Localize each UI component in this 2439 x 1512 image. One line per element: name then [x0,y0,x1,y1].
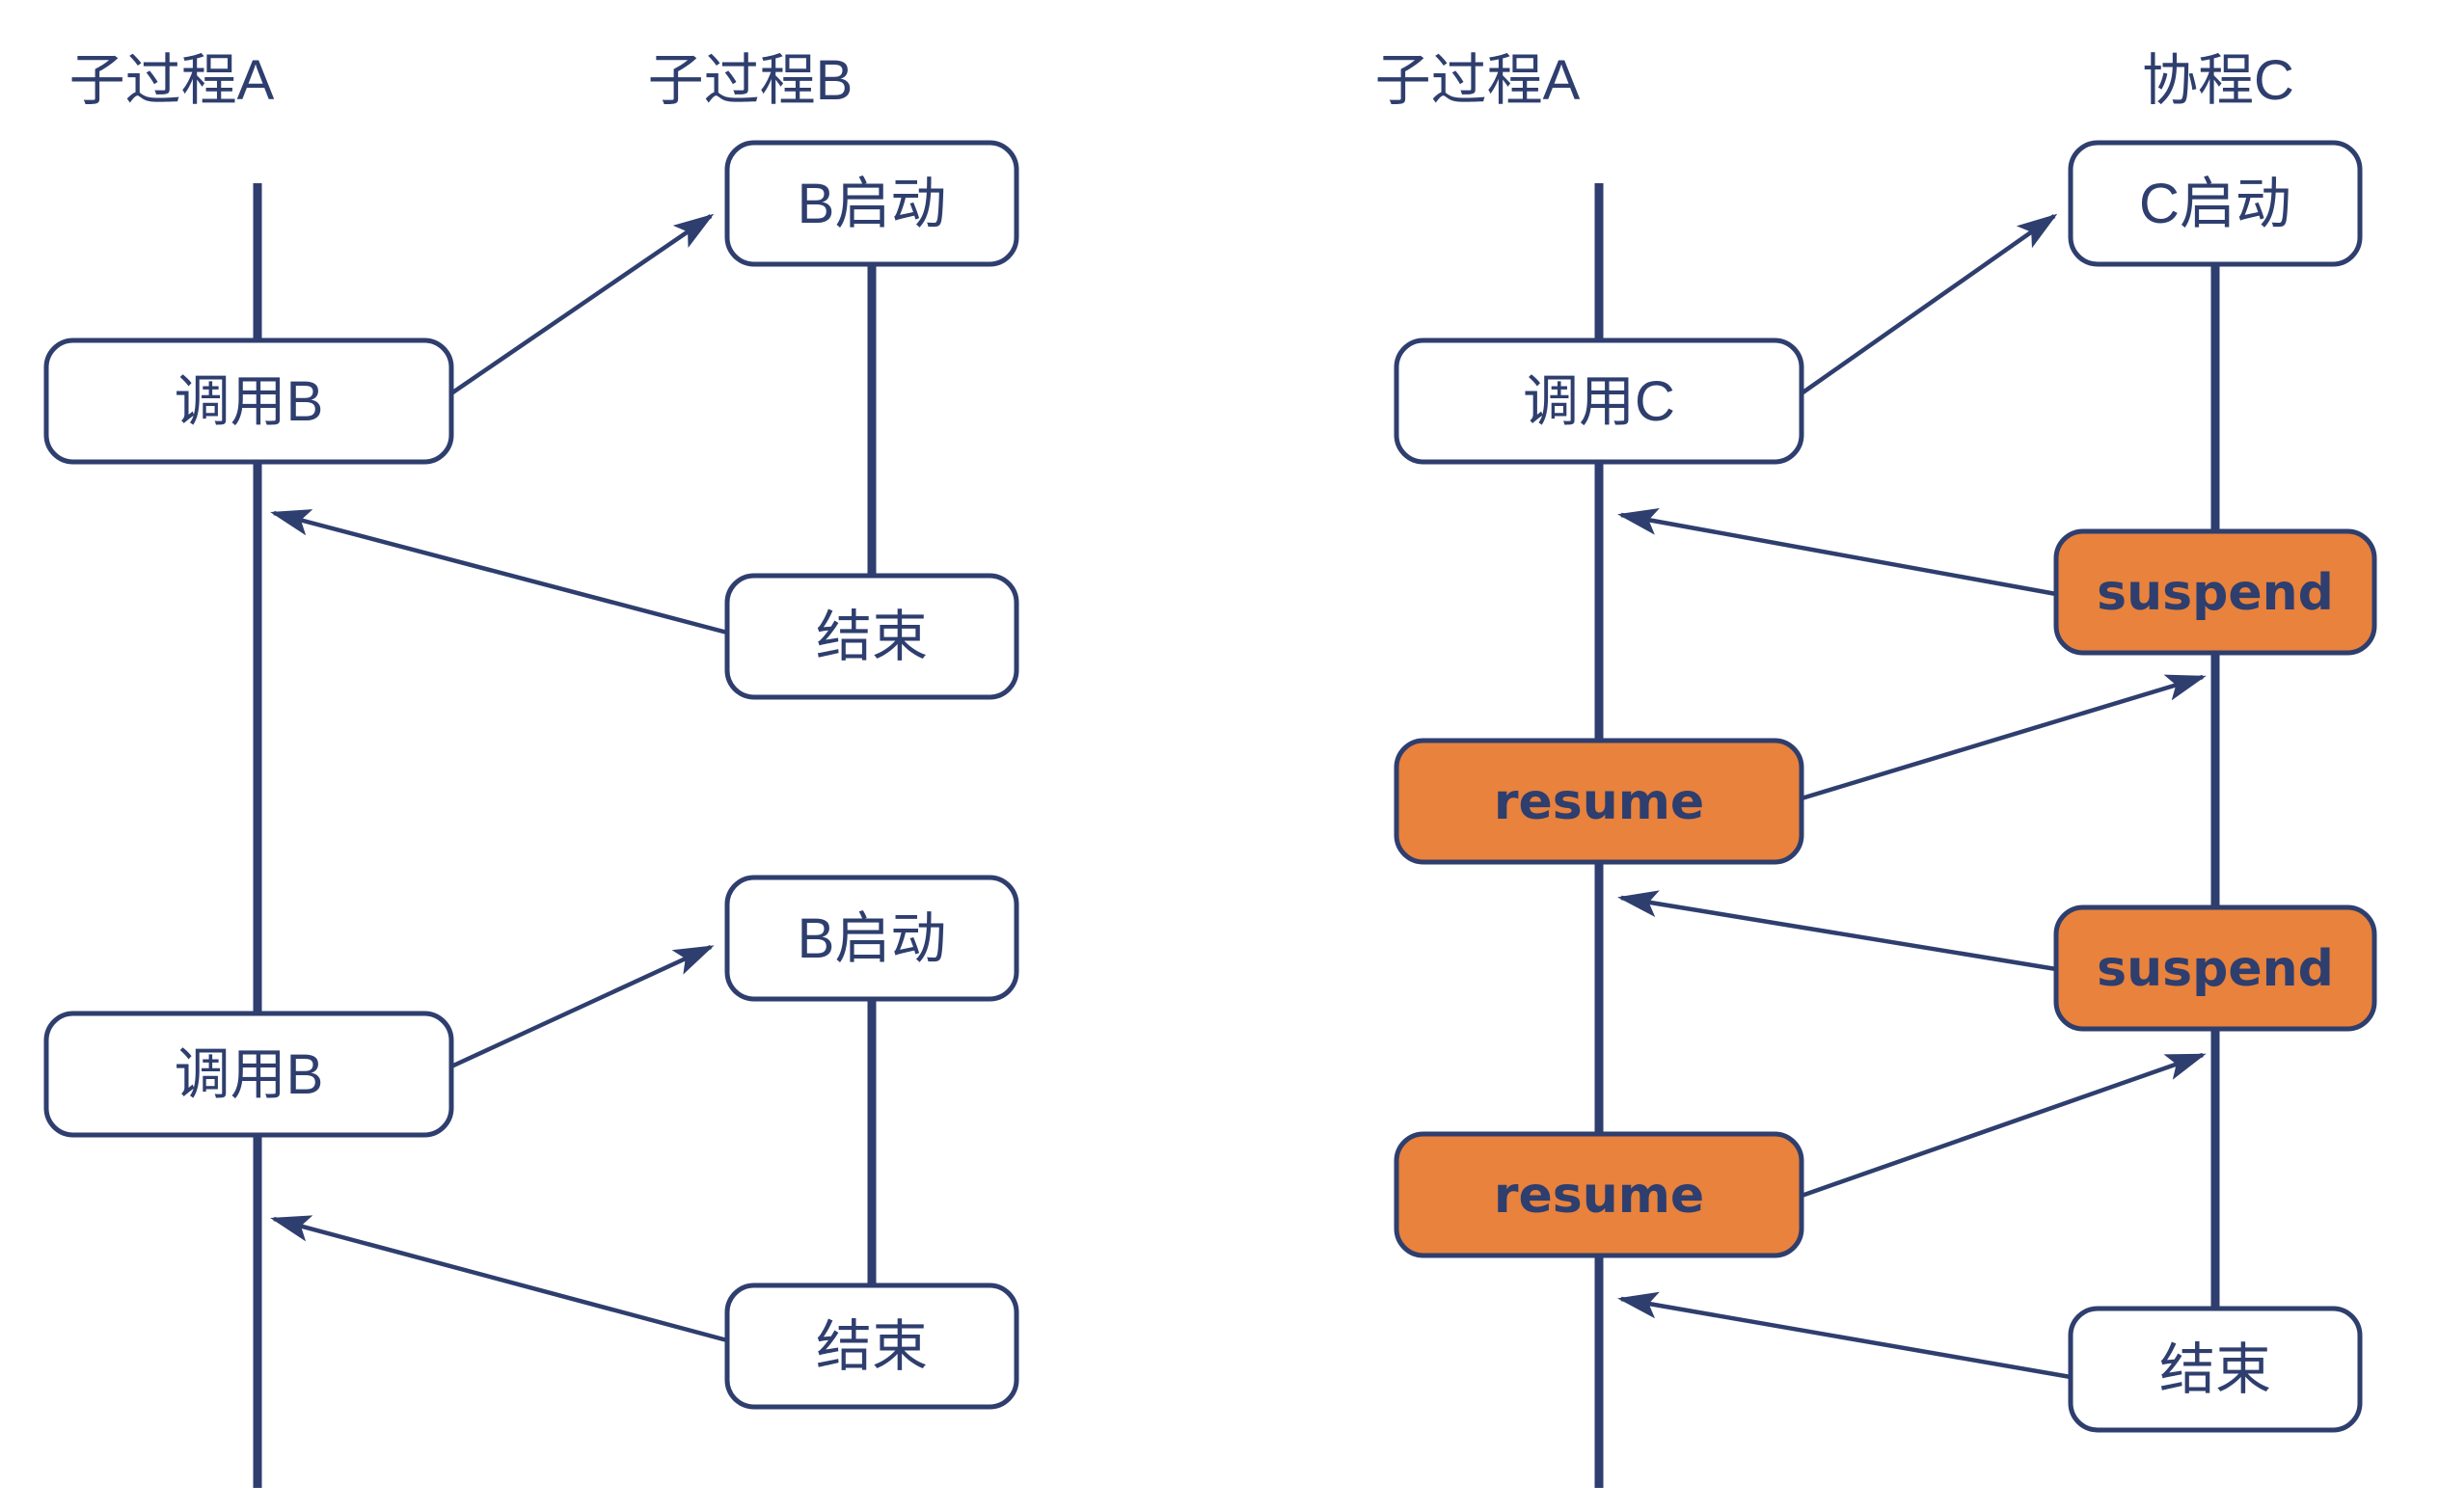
b-start-2-label: B启动 [798,907,947,970]
node-call-b-2: 调用B [43,1011,454,1138]
call-b-1-label: 调用B [175,370,324,433]
suspend-2-box [2053,904,2377,1032]
arrow-end-to-a [1617,1291,2072,1380]
arrow-suspend-1-to-a [1617,508,2057,597]
end-1-label: 结束 [816,606,928,668]
arrow-resume-1-to-c [1801,674,2207,801]
b-start-1-label: B启动 [798,173,947,235]
arrow-suspend-2-to-a [1617,890,2057,972]
suspend-2-label: suspend [2097,940,2334,998]
coroutine-a-header: 子过程A [1375,49,1581,112]
resume-1-label: resume [1494,773,1704,831]
node-b-start-1: B启动 [724,140,1019,267]
node-b-start-2: B启动 [724,875,1019,1002]
end-2-box [724,1282,1019,1410]
subprocess-a-header: 子过程A [69,49,275,112]
suspend-1-box [2053,528,2377,656]
call-c-label: 调用C [1523,370,1675,433]
arrow-call-c-to-c-start [1800,213,2058,395]
coroutine-c-header: 协程C [2142,49,2294,112]
b-start-1-box [724,140,1019,267]
node-end-right: 结束 [2068,1306,2363,1433]
coroutine-diagram: 子过程A 协程C C启动 调用C suspend resume [1375,49,2377,1488]
arrow-call-b-1-to-b-start-1 [449,213,715,395]
end-1-box [724,573,1019,700]
node-call-c: 调用C [1394,338,1804,465]
end-right-box [2068,1306,2363,1433]
subprocess-diagram: 子过程A 子过程B B启动 调用B 结束 B启动 调用B [43,49,1019,1488]
arrow-call-b-2-to-b-start-2 [450,944,715,1069]
node-resume-2: resume [1394,1131,1804,1258]
call-c-box [1394,338,1804,465]
resume-2-label: resume [1494,1167,1704,1225]
suspend-1-label: suspend [2097,564,2334,622]
call-b-2-box [43,1011,454,1138]
arrow-end-2-to-a [270,1215,728,1343]
node-call-b-1: 调用B [43,338,454,465]
end-2-label: 结束 [816,1315,928,1378]
node-resume-1: resume [1394,738,1804,865]
subprocess-b-header: 子过程B [648,49,854,112]
resume-2-box [1394,1131,1804,1258]
call-b-2-label: 调用B [175,1043,324,1106]
node-c-start: C启动 [2068,140,2363,267]
node-end-2: 结束 [724,1282,1019,1410]
resume-1-box [1394,738,1804,865]
b-start-2-box [724,875,1019,1002]
node-suspend-2: suspend [2053,904,2377,1032]
call-b-1-box [43,338,454,465]
node-suspend-1: suspend [2053,528,2377,656]
end-right-label: 结束 [2159,1338,2271,1401]
node-end-1: 结束 [724,573,1019,700]
c-start-label: C启动 [2139,173,2291,235]
arrow-resume-2-to-c [1801,1052,2207,1199]
c-start-box [2068,140,2363,267]
arrow-end-1-to-a [270,509,728,635]
